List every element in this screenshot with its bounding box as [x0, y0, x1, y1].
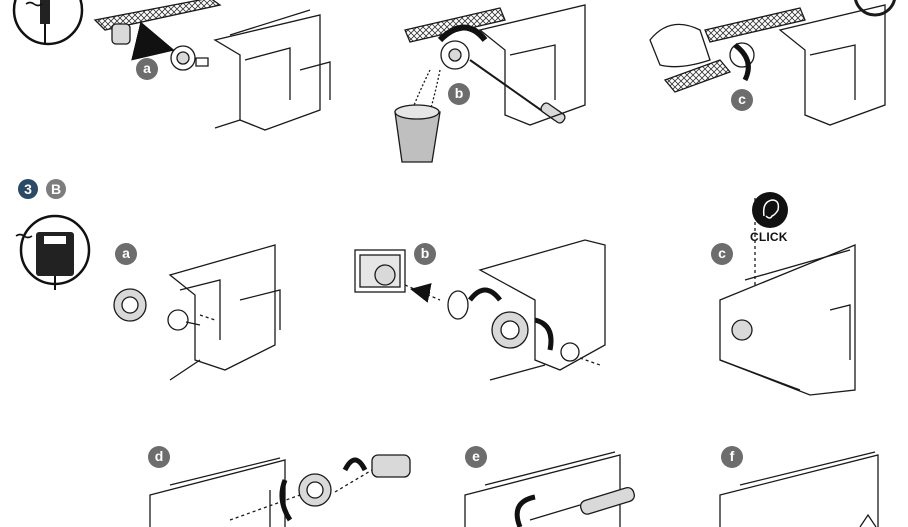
bottom-step-f-illustration — [720, 452, 878, 527]
insert-arrow — [140, 42, 165, 48]
remove-arrow — [415, 290, 430, 293]
ear-icon — [752, 192, 788, 228]
label-mid-b: b — [419, 245, 431, 261]
water-supply-icon — [14, 0, 82, 44]
cup-icon — [395, 105, 440, 162]
label-bottom-f: f — [726, 448, 738, 464]
label-top-b: b — [453, 85, 465, 101]
step-number-badge: 3 — [18, 179, 38, 199]
label-bottom-e: e — [470, 448, 482, 464]
mid-step-b-illustration — [355, 240, 605, 380]
top-step-a-illustration — [95, 0, 330, 130]
label-top-a: a — [141, 60, 153, 76]
label-top-c: c — [736, 91, 748, 107]
mid-step-c-illustration — [720, 198, 855, 395]
top-step-c-illustration — [650, 0, 895, 125]
click-label: CLICK — [750, 230, 788, 244]
label-mid-a: a — [120, 245, 132, 261]
variant-letter-badge: B — [46, 179, 66, 199]
mid-step-a-illustration — [114, 245, 280, 380]
bottom-step-d-illustration — [150, 455, 410, 527]
label-mid-c: c — [716, 245, 728, 261]
label-bottom-d: d — [153, 448, 165, 464]
water-supply-icon-large — [16, 216, 89, 290]
